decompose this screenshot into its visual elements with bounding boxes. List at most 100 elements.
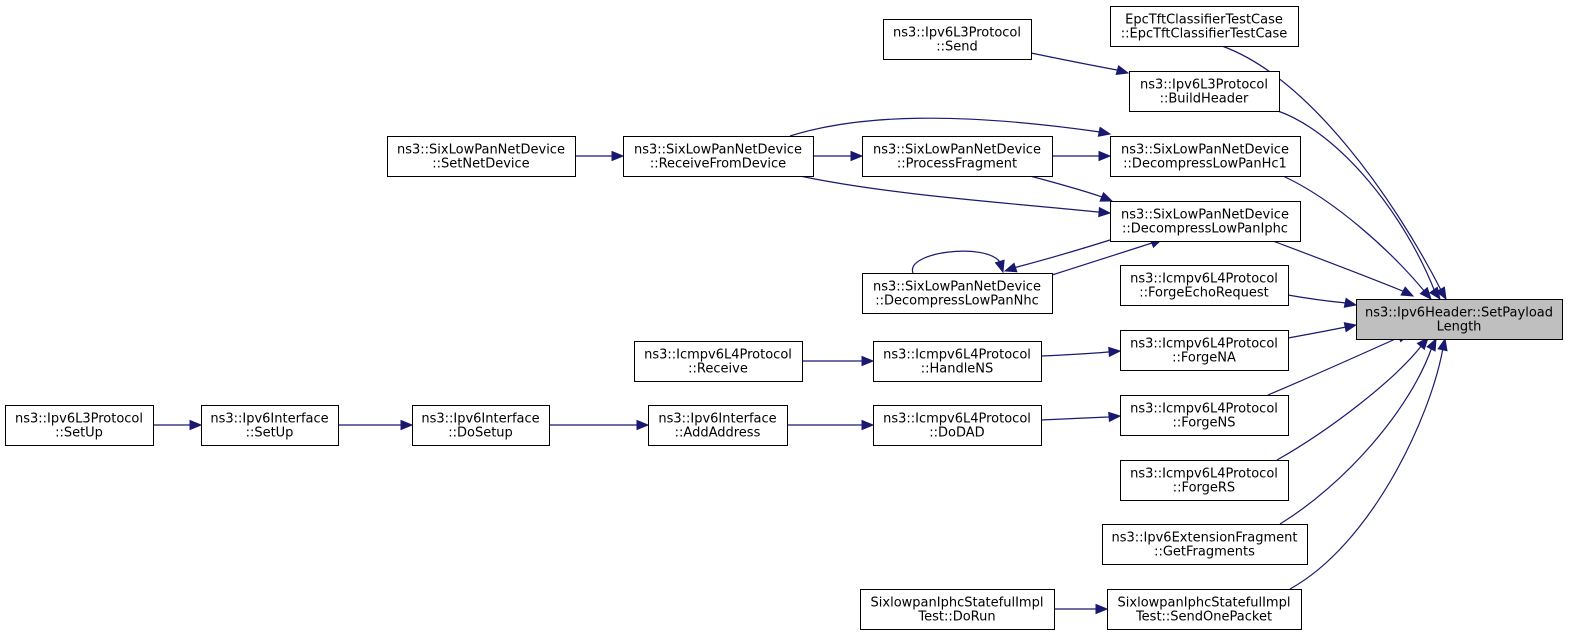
node-l3send[interactable]: ns3::Ipv6L3Protocol::Send xyxy=(883,19,1032,60)
node-box xyxy=(873,341,1042,382)
edge-receivefromdevice-to-hc1 xyxy=(789,117,1112,137)
arrowhead-icon xyxy=(636,419,650,431)
edge-dorun-to-sendonepacket xyxy=(1053,603,1109,615)
edge-addaddress-to-dodad xyxy=(786,419,875,431)
node-setnetdevice[interactable]: ns3::SixLowPanNetDevice::SetNetDevice xyxy=(387,136,576,177)
edge-line xyxy=(1287,294,1347,304)
node-box xyxy=(1120,330,1289,371)
edge-line xyxy=(1276,344,1423,461)
node-label-line: ns3::Ipv6L3Protocol xyxy=(15,412,143,427)
node-label-line: ::ReceiveFromDevice xyxy=(650,157,786,172)
arrowhead-icon xyxy=(1115,64,1130,75)
edge-buildheader-to-root xyxy=(1277,110,1441,301)
arrowhead-icon xyxy=(1343,322,1358,333)
node-label-line: SixlowpanIphcStatefulImpl xyxy=(871,596,1044,611)
node-buildheader[interactable]: ns3::Ipv6L3Protocol::BuildHeader xyxy=(1129,71,1280,112)
node-forgena[interactable]: ns3::Icmpv6L4Protocol::ForgeNA xyxy=(1120,330,1289,371)
node-box xyxy=(634,341,803,382)
node-label-line: ::ProcessFragment xyxy=(897,157,1017,172)
node-forgers[interactable]: ns3::Icmpv6L4Protocol::ForgeRS xyxy=(1120,460,1289,501)
node-addaddress[interactable]: ns3::Ipv6Interface::AddAddress xyxy=(648,405,788,446)
node-label-line: ns3::SixLowPanNetDevice xyxy=(634,143,802,158)
node-dosetup[interactable]: ns3::Ipv6Interface::DoSetup xyxy=(412,405,550,446)
edge-echoreq-to-root xyxy=(1287,294,1358,308)
node-label-line: ns3::Ipv6L3Protocol xyxy=(1140,78,1268,93)
edge-line xyxy=(1272,240,1406,293)
node-label-line: ::AddAddress xyxy=(675,426,761,441)
node-box xyxy=(623,136,814,177)
edge-line xyxy=(1040,351,1110,357)
node-box xyxy=(1120,265,1289,306)
node-hc1[interactable]: ns3::SixLowPanNetDevice::DecompressLowPa… xyxy=(1110,136,1301,177)
node-dodad[interactable]: ns3::Icmpv6L4Protocol::DoDAD xyxy=(873,405,1042,446)
node-label-line: ::SetNetDevice xyxy=(432,157,529,172)
edge-processfragment-to-hc1 xyxy=(1051,150,1112,162)
node-label-line: ::DoSetup xyxy=(448,426,513,441)
edge-getfragments-to-root xyxy=(1279,337,1437,525)
node-label-line: ::ForgeRS xyxy=(1173,481,1235,496)
node-box xyxy=(862,273,1053,314)
node-processfragment[interactable]: ns3::SixLowPanNetDevice::ProcessFragment xyxy=(862,136,1053,177)
arrowhead-icon xyxy=(1108,411,1122,423)
node-forgens[interactable]: ns3::Icmpv6L4Protocol::ForgeNS xyxy=(1120,395,1289,436)
node-label-line: ns3::SixLowPanNetDevice xyxy=(397,143,565,158)
edge-receivefromdevice-to-processfragment xyxy=(812,150,864,162)
edge-l3setup-to-ifsetup xyxy=(152,419,203,431)
node-epc[interactable]: EpcTftClassifierTestCase::EpcTftClassifi… xyxy=(1110,6,1299,47)
node-receive[interactable]: ns3::Icmpv6L4Protocol::Receive xyxy=(634,341,803,382)
node-label-line: EpcTftClassifierTestCase xyxy=(1125,13,1283,28)
node-label-line: ::GetFragments xyxy=(1154,545,1255,560)
node-label-line: ns3::SixLowPanNetDevice xyxy=(873,280,1041,295)
node-box xyxy=(387,136,576,177)
edge-line xyxy=(1040,416,1110,421)
node-box xyxy=(862,136,1053,177)
node-getfragments[interactable]: ns3::Ipv6ExtensionFragment::GetFragments xyxy=(1102,524,1308,565)
node-box xyxy=(883,19,1032,60)
arrowhead-icon xyxy=(1098,206,1112,218)
edges-layer xyxy=(152,45,1448,615)
arrowhead-icon xyxy=(611,150,625,162)
node-receivefromdevice[interactable]: ns3::SixLowPanNetDevice::ReceiveFromDevi… xyxy=(623,136,814,177)
edge-line xyxy=(912,250,1001,274)
edge-line xyxy=(1051,242,1153,276)
node-ifsetup[interactable]: ns3::Ipv6Interface::SetUp xyxy=(201,405,339,446)
node-sendonepacket[interactable]: SixlowpanIphcStatefulImplTest::SendOnePa… xyxy=(1107,589,1302,630)
node-box xyxy=(412,405,550,446)
node-label-line: ::DecompressLowPanIphc xyxy=(1122,222,1288,237)
node-handlens[interactable]: ns3::Icmpv6L4Protocol::HandleNS xyxy=(873,341,1042,382)
node-echoreq[interactable]: ns3::Icmpv6L4Protocol::ForgeEchoRequest xyxy=(1120,265,1289,306)
edge-receive-to-handlens xyxy=(802,355,875,367)
node-box xyxy=(1110,136,1301,177)
node-label-line: ::ForgeNA xyxy=(1172,351,1236,366)
node-box xyxy=(1110,6,1299,47)
node-box xyxy=(1110,201,1301,242)
arrowhead-icon xyxy=(400,419,414,431)
node-label-line: ::Receive xyxy=(688,362,748,377)
node-box xyxy=(1120,460,1289,501)
node-nhc[interactable]: ns3::SixLowPanNetDevice::DecompressLowPa… xyxy=(862,273,1053,314)
edge-iphc-to-root xyxy=(1272,240,1415,297)
node-label-line: ns3::Icmpv6L4Protocol xyxy=(883,412,1031,427)
arrowhead-icon xyxy=(1343,297,1358,308)
edge-dosetup-to-addaddress xyxy=(548,419,650,431)
arrowhead-icon xyxy=(994,259,1005,274)
edge-forgens-to-root xyxy=(1267,332,1411,396)
edge-receivefromdevice-to-iphc xyxy=(799,175,1112,218)
node-label-line: ::BuildHeader xyxy=(1160,92,1249,107)
node-label-line: ns3::Ipv6L3Protocol xyxy=(893,26,1021,41)
arrowhead-icon xyxy=(1416,337,1429,351)
edge-sendonepacket-to-root xyxy=(1289,337,1448,590)
node-label-line: ::HandleNS xyxy=(921,362,994,377)
node-iphc[interactable]: ns3::SixLowPanNetDevice::DecompressLowPa… xyxy=(1110,201,1301,242)
edge-line xyxy=(1221,45,1443,293)
node-l3setup[interactable]: ns3::Ipv6L3Protocol::SetUp xyxy=(5,405,154,446)
arrowhead-icon xyxy=(189,419,203,431)
edge-hc1-to-root xyxy=(1282,175,1432,300)
node-label-line: ::DecompressLowPanNhc xyxy=(875,294,1039,309)
node-label-line: ::SetUp xyxy=(246,426,294,441)
edge-handlens-to-forgena xyxy=(1040,346,1122,358)
node-label-line: ns3::Ipv6Interface xyxy=(658,412,776,427)
